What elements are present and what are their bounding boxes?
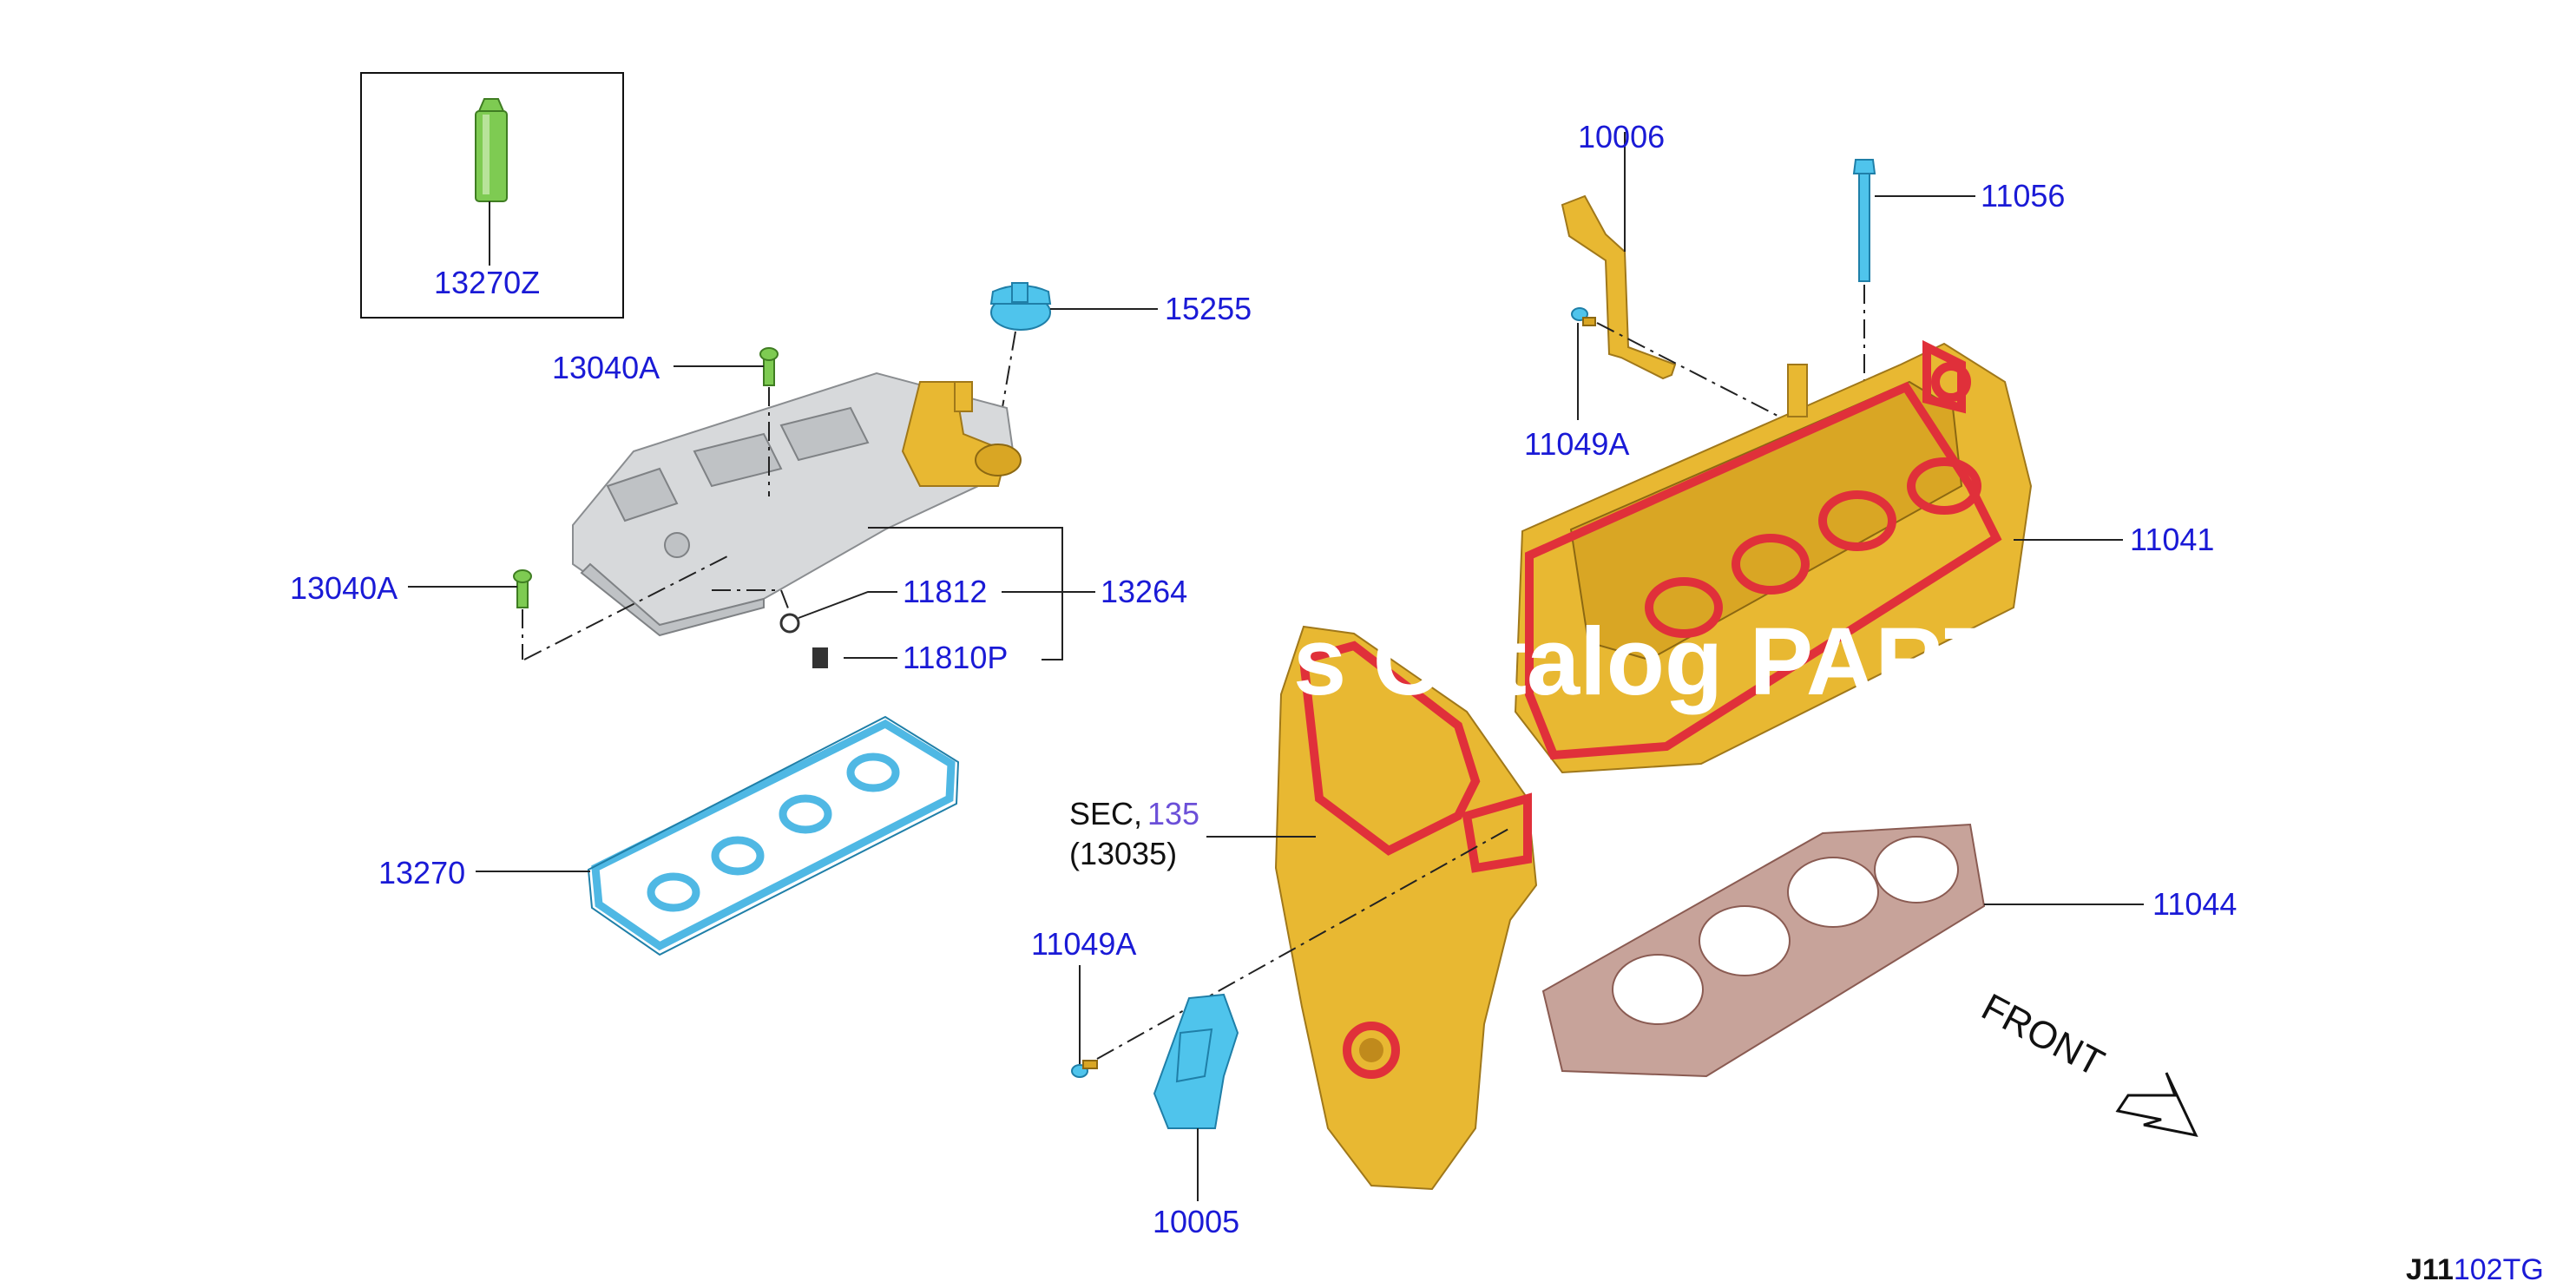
label-15255: 15255 (1165, 291, 1252, 326)
bolt-11049A-bottom[interactable] (1071, 1060, 1098, 1078)
label-sec-prefix: SEC, (1069, 796, 1142, 831)
bracket-10005[interactable] (1153, 993, 1239, 1129)
label-11044: 11044 (2152, 886, 2237, 922)
label-sec-13035: (13035) (1069, 836, 1177, 871)
oil-filler-cap-15255[interactable] (989, 282, 1052, 331)
diagram-code-bold: J11 (2406, 1253, 2454, 1286)
label-13270: 13270 (378, 855, 465, 890)
label-11049A-bottom: 11049A (1031, 926, 1136, 962)
label-13040A-top: 13040A (552, 350, 660, 385)
head-bolt-11056[interactable] (1852, 159, 1876, 282)
diagram-code-rest: 102TG (2454, 1253, 2544, 1286)
label-11810P: 11810P (903, 640, 1008, 675)
label-13270Z: 13270Z (434, 265, 540, 300)
diagram-code: J11102TG (2406, 1253, 2544, 1286)
bracket-10006[interactable] (1561, 194, 1677, 380)
label-10005: 10005 (1153, 1204, 1239, 1239)
timing-chain-cover[interactable] (1274, 625, 1538, 1191)
front-label: FRONT (1975, 986, 2111, 1085)
cylinder-head-11041[interactable] (1514, 339, 2033, 774)
sealant-tube-13270Z[interactable] (475, 98, 508, 202)
label-13264: 13264 (1101, 574, 1187, 609)
pcv-valve-11810P[interactable] (812, 647, 828, 668)
bolt-13040A-left[interactable] (513, 569, 532, 608)
front-arrow-icon (2115, 1072, 2198, 1138)
label-sec-135[interactable]: 135 (1147, 796, 1199, 831)
inset-box (360, 72, 624, 319)
seal-11812[interactable] (779, 613, 800, 634)
label-11056: 11056 (1981, 178, 2065, 214)
label-10006: 10006 (1578, 119, 1665, 154)
head-gasket-11044[interactable] (1541, 823, 1986, 1078)
rocker-cover[interactable] (572, 371, 1022, 637)
bolt-11049A-top[interactable] (1571, 307, 1596, 326)
rocker-cover-gasket-13270[interactable] (587, 715, 960, 956)
watermark: s Catalog PARTS (1293, 608, 2066, 715)
label-11049A-top: 11049A (1524, 426, 1629, 462)
label-13040A-left: 13040A (290, 570, 398, 606)
bolt-13040A-top[interactable] (759, 347, 779, 386)
label-11812: 11812 (903, 574, 987, 609)
label-11041: 11041 (2130, 522, 2214, 557)
